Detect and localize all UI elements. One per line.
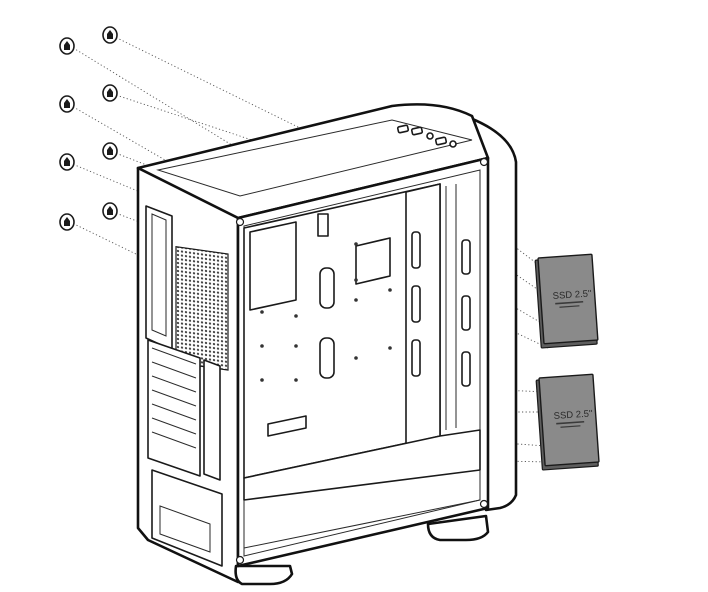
ssd-drive: SSD 2.5" (534, 253, 599, 349)
rear-fan-mesh (175, 246, 229, 371)
screw-set (59, 26, 118, 231)
screw-icon (102, 26, 118, 44)
case-foot (234, 564, 294, 586)
ssd-drive: SSD 2.5" (535, 373, 600, 471)
screw-icon (59, 95, 75, 113)
screw-icon (102, 202, 118, 220)
drive-cage (405, 183, 441, 445)
pc-case (136, 103, 518, 586)
front-panel (468, 116, 518, 512)
ssd-label: SSD 2.5" (552, 288, 591, 302)
ssd-label: SSD 2.5" (553, 408, 592, 422)
screw-icon (59, 37, 75, 55)
screw-icon (102, 84, 118, 102)
case-foot (426, 514, 490, 542)
screw-icon (59, 213, 75, 231)
pci-slots (147, 339, 221, 481)
standoffs (260, 242, 392, 382)
top-io-buttons (396, 124, 457, 148)
screw-icon (102, 142, 118, 160)
screw-icon (59, 153, 75, 171)
psu-shroud (243, 429, 481, 501)
